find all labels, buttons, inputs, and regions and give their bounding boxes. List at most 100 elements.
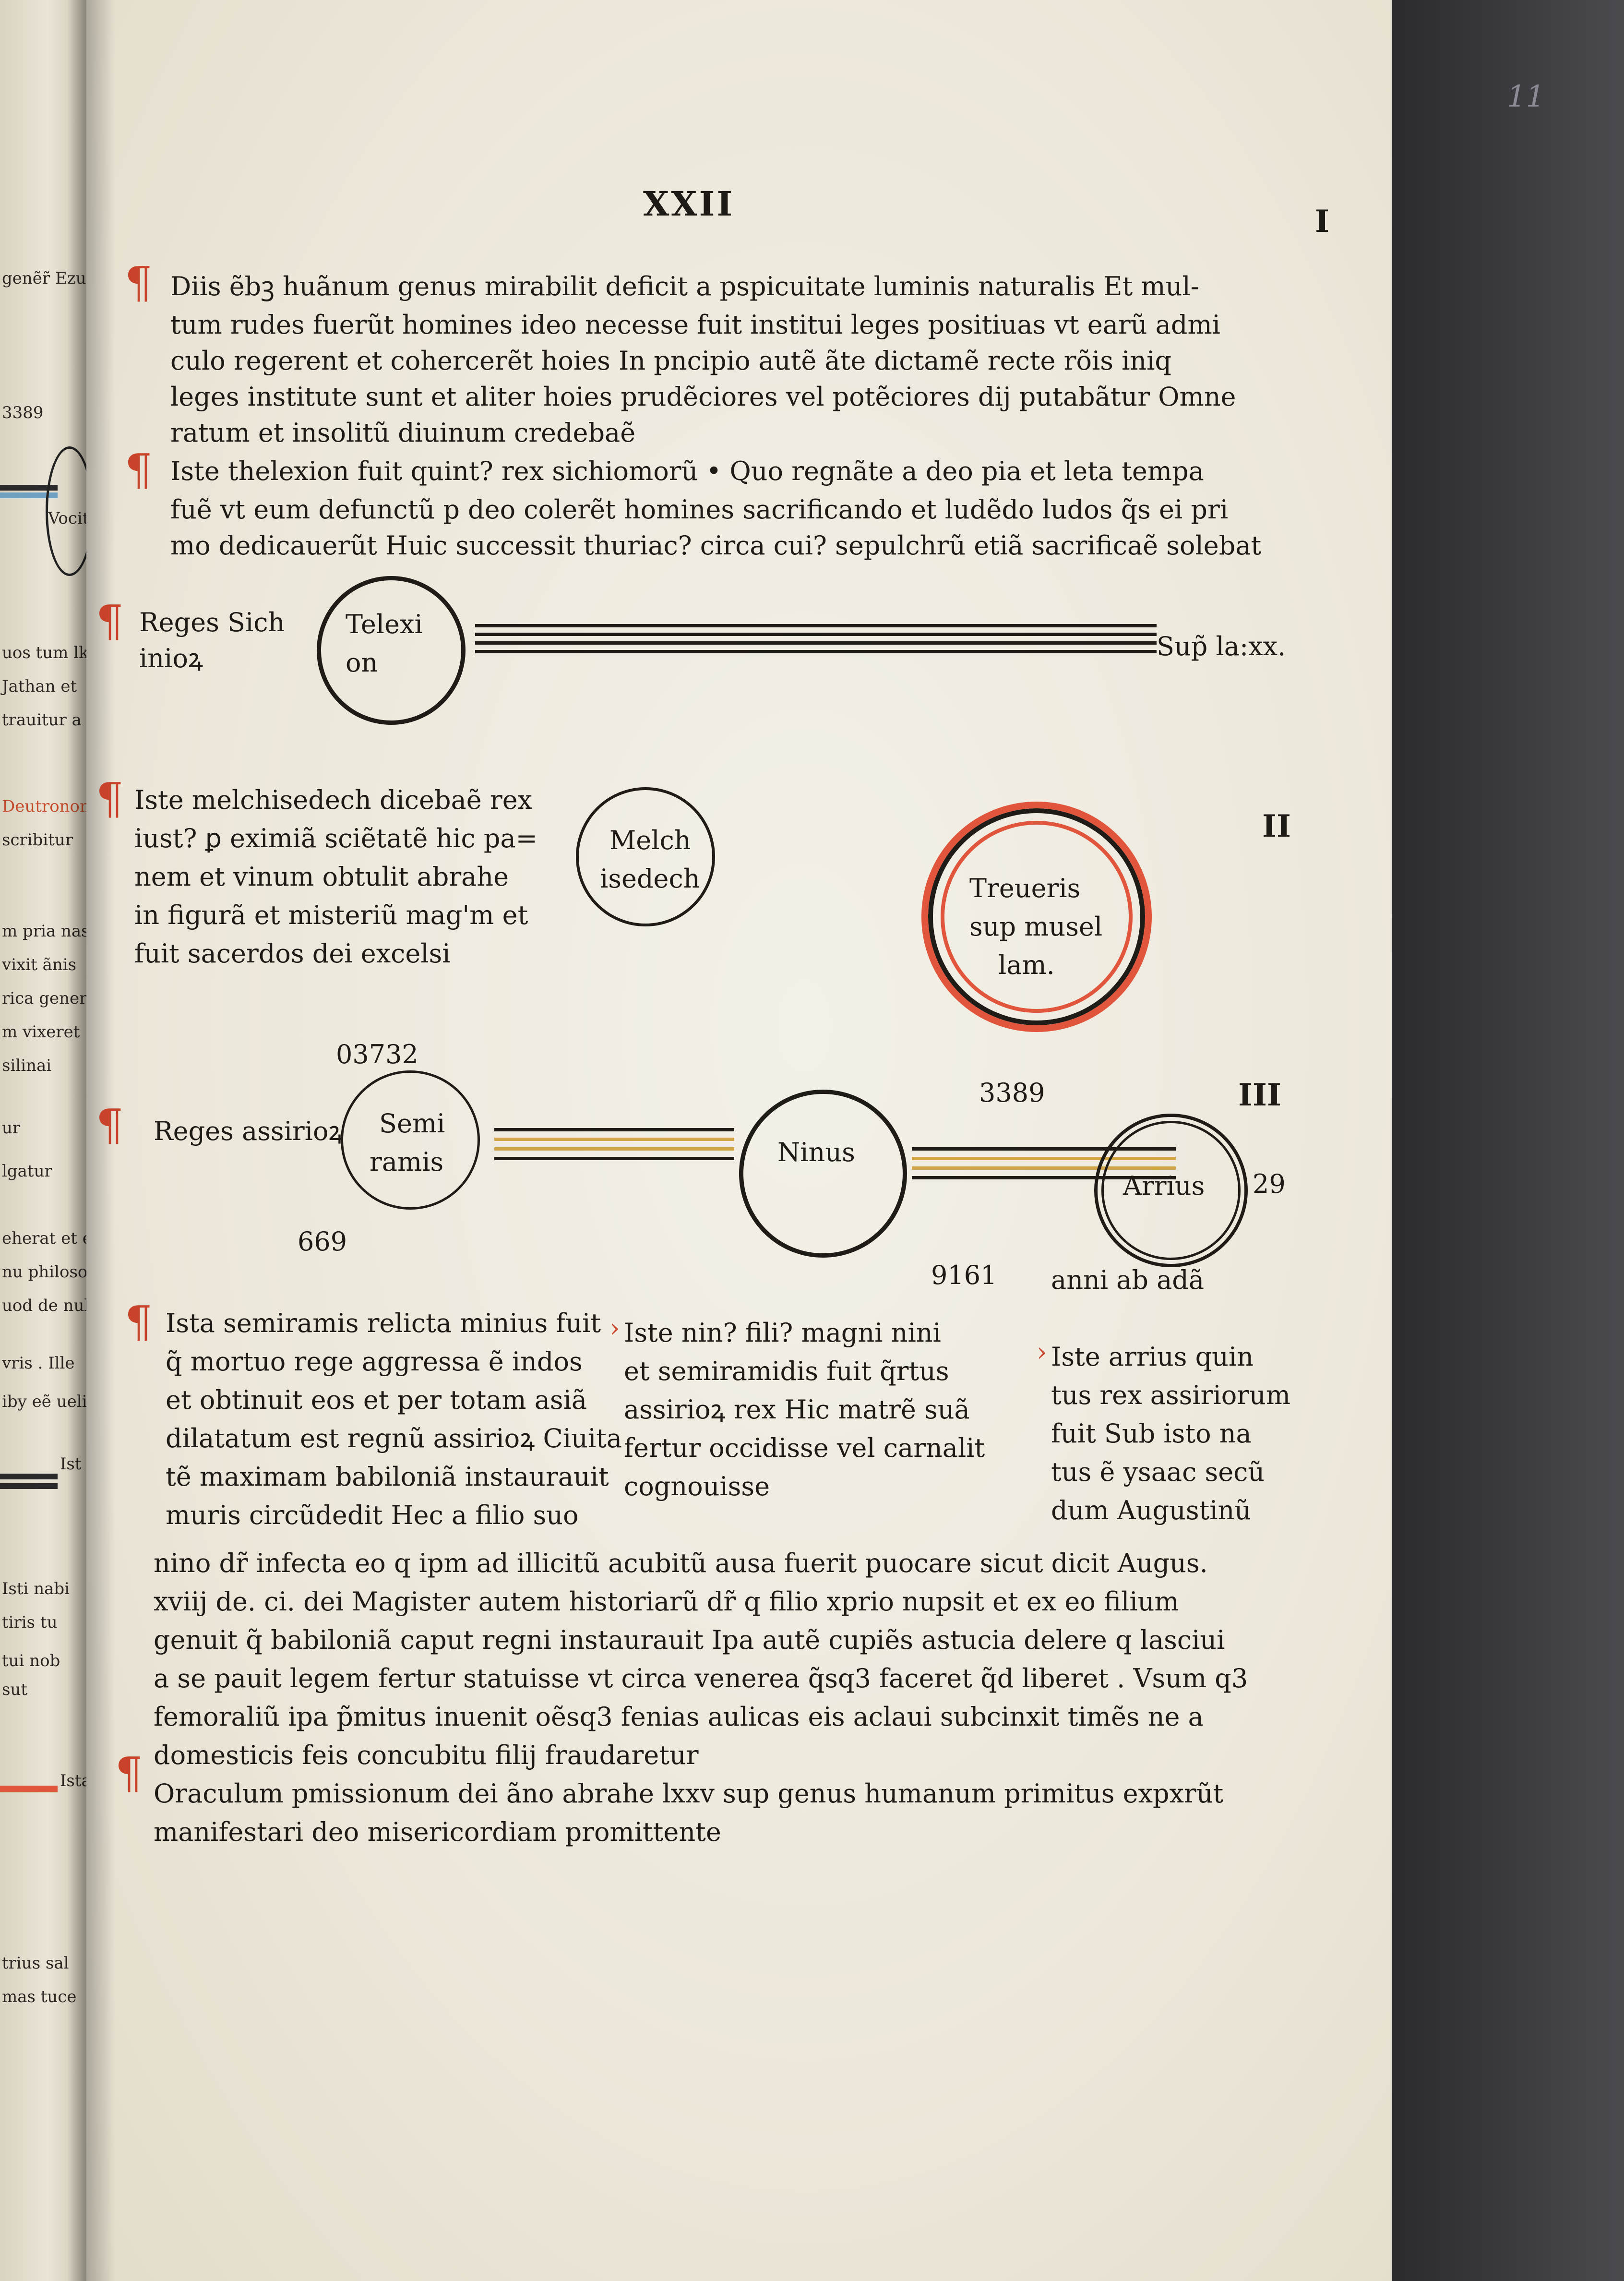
text-line: femoraliũ ipa p̃mitus inuenit oẽsq3 feni… bbox=[154, 1702, 1204, 1732]
text-line: in figurã et misteriũ mag'm et bbox=[134, 900, 528, 930]
text-line: nino dr̃ infecta eo q ipm ad illicitũ ac… bbox=[154, 1548, 1208, 1578]
left-fragment: trauitur a ter bbox=[2, 710, 86, 730]
text-line: Iste nin? fili? magni nini bbox=[624, 1318, 941, 1348]
pencil-folio-number: 11 bbox=[1507, 79, 1545, 114]
text-line: Diis ẽbꝫ huãnum genus mirabilit deficit … bbox=[170, 271, 1199, 301]
text-line: muris circũdedit Hec a filio suo bbox=[166, 1500, 579, 1530]
genealogy-circle-semiramis bbox=[341, 1070, 480, 1210]
left-fragment: Isti nabi bbox=[2, 1579, 70, 1598]
circle-text: Arrius bbox=[1123, 1171, 1205, 1201]
text-line: domesticis feis concubitu filij fraudare… bbox=[154, 1740, 699, 1770]
left-fragment: tui nob bbox=[2, 1651, 60, 1670]
left-fragment: tiris tu bbox=[2, 1613, 58, 1632]
text-line: leges institute sunt et aliter hoies pru… bbox=[170, 382, 1236, 412]
side-number: 29 bbox=[1253, 1169, 1286, 1199]
left-fragment: 3389 bbox=[2, 403, 44, 422]
lineage-line bbox=[475, 650, 1157, 653]
left-fragment: Ista bbox=[60, 1771, 86, 1790]
row-label-reges-assiriorum: Reges assirioꝝ bbox=[154, 1116, 344, 1146]
folio-roman-numeral: XXII bbox=[643, 184, 735, 224]
text-line: fuit Sub isto na bbox=[1051, 1418, 1252, 1449]
year-note: anni ab adã bbox=[1051, 1265, 1205, 1295]
left-line bbox=[0, 1474, 58, 1479]
circle-text: Melch bbox=[609, 825, 691, 855]
left-fragment: Ist bbox=[60, 1454, 82, 1474]
left-line bbox=[0, 485, 58, 491]
text-line: ratum et insolitũ diuinum credebaẽ bbox=[170, 418, 636, 448]
lineage-line bbox=[475, 624, 1157, 627]
left-fragment: lgatur bbox=[2, 1162, 52, 1181]
text-line: q̃ mortuo rege aggressa ẽ indos bbox=[166, 1346, 583, 1377]
left-fragment: scribitur bbox=[2, 830, 73, 850]
background bbox=[1392, 0, 1624, 2281]
text-line: tum rudes fuerũt homines ideo necesse fu… bbox=[170, 310, 1220, 340]
text-line: tus ẽ ysaac secũ bbox=[1051, 1457, 1265, 1487]
left-fragment: silinai bbox=[2, 1056, 52, 1075]
lineage-line bbox=[912, 1147, 1176, 1151]
circle-text: Treueris bbox=[969, 873, 1081, 903]
margin-numeral-iii: III bbox=[1238, 1077, 1281, 1113]
left-fragment: genẽr̃ Ezu bbox=[2, 269, 86, 288]
row-label-reges-sich: Reges Sich bbox=[139, 607, 285, 637]
text-line: a se pauit legem fertur statuisse vt cir… bbox=[154, 1663, 1248, 1693]
lineage-end-text: Sup̃ la:xx. bbox=[1157, 631, 1286, 661]
text-line: manifestari deo misericordiam promittent… bbox=[154, 1817, 721, 1847]
text-line: cognouisse bbox=[624, 1471, 770, 1501]
genealogy-circle-ninus bbox=[739, 1090, 907, 1258]
left-fragment: Deutronomio bbox=[2, 797, 86, 816]
left-circle bbox=[46, 446, 86, 576]
left-line bbox=[0, 1483, 58, 1489]
lineage-line bbox=[475, 641, 1157, 645]
pilcrow-icon: ¶ bbox=[125, 258, 153, 308]
year-number: 03732 bbox=[336, 1039, 418, 1069]
text-line: iust? ꝑ eximiã sciẽtatẽ hic pa= bbox=[134, 823, 537, 853]
book-page: 11 XXII I ¶ Diis ẽbꝫ huãnum genus mirabi… bbox=[86, 0, 1545, 2281]
left-fragment: m pria nascebat bbox=[2, 922, 86, 941]
text-line: nem et vinum obtulit abrahe bbox=[134, 862, 509, 892]
lineage-line bbox=[494, 1157, 734, 1160]
lineage-line-gold bbox=[912, 1157, 1176, 1160]
pilcrow-icon: ¶ bbox=[115, 1748, 143, 1799]
genealogy-circle-melchisedech bbox=[576, 787, 715, 926]
circle-text: Ninus bbox=[777, 1137, 855, 1167]
text-line: Oraculum pmissionum dei ãno abrahe lxxv … bbox=[154, 1778, 1224, 1809]
facing-page: genẽr̃ Ezu 3389 Vocit uos tum lk Jathan … bbox=[0, 0, 86, 2281]
text-line: et semiramidis fuit q̃rtus bbox=[624, 1356, 949, 1386]
circle-text: on bbox=[346, 648, 378, 678]
year-number: 669 bbox=[298, 1226, 347, 1257]
left-fragment: nu philosoph bbox=[2, 1262, 86, 1282]
year-number: 9161 bbox=[931, 1260, 997, 1290]
left-fragment: Vocit bbox=[48, 509, 86, 528]
text-line: dum Augustinũ bbox=[1051, 1495, 1252, 1525]
left-fragment: eherat et ec bbox=[2, 1229, 86, 1248]
pilcrow-icon: ¶ bbox=[125, 1297, 153, 1347]
text-line: assirioꝝ rex Hic matrẽ suã bbox=[624, 1394, 970, 1425]
left-fragment: iby eẽ ueli bbox=[2, 1392, 86, 1411]
text-line: Iste melchisedech dicebaẽ rex bbox=[134, 785, 533, 815]
text-line: tẽ maximam babiloniã instaurauit bbox=[166, 1462, 609, 1492]
paragraph-mark-icon: › bbox=[609, 1313, 620, 1343]
left-line-red bbox=[0, 1786, 58, 1792]
left-fragment: rica generacoj bbox=[2, 989, 86, 1008]
circle-text: Telexi bbox=[346, 609, 423, 639]
text-line: Iste thelexion fuit quint? rex sichiomor… bbox=[170, 456, 1204, 486]
paragraph-mark-icon: › bbox=[1037, 1337, 1047, 1367]
left-fragment: Jathan et bbox=[2, 677, 77, 696]
pilcrow-icon: ¶ bbox=[96, 1100, 124, 1151]
text-line: dilatatum est regnũ assirioꝝ Ciuita bbox=[166, 1423, 622, 1453]
lineage-line bbox=[912, 1176, 1176, 1179]
text-line: xviij de. ci. dei Magister autem histori… bbox=[154, 1586, 1179, 1617]
left-fragment: uod de nullo bbox=[2, 1296, 86, 1315]
left-fragment: mas tuce bbox=[2, 1987, 77, 2006]
genealogy-circle-telexion bbox=[317, 576, 466, 725]
text-line: fertur occidisse vel carnalit bbox=[624, 1433, 985, 1463]
circle-text: Semi bbox=[379, 1108, 445, 1139]
lineage-line-gold bbox=[912, 1166, 1176, 1170]
text-line: fuẽ vt eum defunctũ p deo colerẽt homine… bbox=[170, 494, 1229, 525]
circle-text: sup musel bbox=[969, 912, 1103, 942]
text-line: Ista semiramis relicta minius fuit bbox=[166, 1308, 601, 1338]
text-line: Iste arrius quin bbox=[1051, 1342, 1254, 1372]
lineage-line bbox=[475, 633, 1157, 636]
left-fragment: ur bbox=[2, 1118, 21, 1138]
text-line: tus rex assiriorum bbox=[1051, 1380, 1291, 1410]
